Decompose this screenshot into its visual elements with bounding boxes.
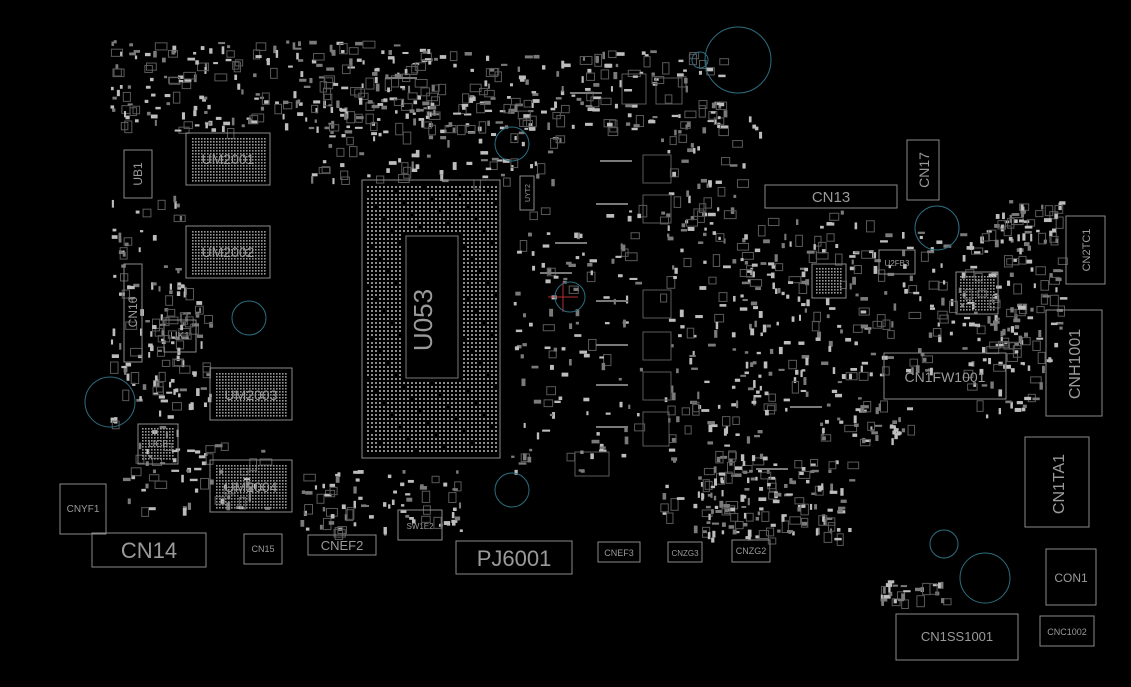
component-label: CNH1001 [1067,329,1084,399]
component-label: CN14 [121,538,177,563]
power-ic [642,289,672,319]
mounting-hole [929,529,959,559]
component-label: CNYF1 [67,504,100,515]
chipset-bga [811,263,847,299]
component-label: CNC1002 [1047,627,1087,637]
connector-con1: CON1 [1045,548,1097,606]
mounting-hole [914,205,960,251]
component-uk1: UK1 [163,319,197,353]
component-label: CNEF3 [604,548,634,558]
connector-pj6001: PJ6001 [455,540,573,575]
component-label: UC8 [148,439,168,450]
power-ic [642,371,672,401]
connector-cn2tc1: CN2TC1 [1065,215,1106,285]
connector-cn13: CN13 [764,184,898,209]
power-ic [642,154,672,184]
component-label: U2FB3 [885,259,910,268]
memory-chip-um2002: UM2002 [185,225,271,279]
connector-cnh1001: CNH1001 [1045,309,1103,417]
connector-cn1ta1: CN1TA1 [1024,436,1090,528]
component-uyt2: UYT2 [519,175,535,211]
connector-cnzg3: CNZG3 [667,541,703,563]
component-label: UM2004 [225,479,278,495]
component-label: UM2001 [202,151,255,167]
connector-cn1ss1001: CN1SS1001 [895,613,1019,661]
switch-sw1e2: SW1E2 [397,509,443,541]
memory-chip-um2004: UM2004 [209,459,293,513]
memory-chip-um2001: UM2001 [185,132,271,186]
component-label: CNEF2 [321,538,364,553]
connector-cn1fw1001: CN1FW1001 [883,352,1007,400]
ball-grid [216,465,287,509]
power-ic [642,411,670,447]
cpu-ball-grid [367,186,497,452]
mounting-hole [959,552,1011,604]
chipset-bga [955,271,999,315]
component-uc8: UC8 [137,423,179,465]
component-label: CN13 [812,189,850,206]
power-ic [642,194,672,224]
mounting-hole [704,26,772,94]
component-label: CNZG3 [671,549,699,558]
connector-cnef2: CNEF2 [307,534,377,556]
power-ic [574,451,610,477]
mounting-hole [84,376,136,428]
component-label: CN1SS1001 [921,629,993,644]
component-ub1: UB1 [123,149,153,199]
component-label: CN1FW1001 [905,369,986,385]
connector-cn14: CN14 [91,532,207,568]
component-u2fb3: U2FB3 [878,249,916,275]
component-label: UB1 [131,162,145,186]
component-label: UK1 [170,331,190,342]
connector-cnzg2: CNZG2 [731,539,771,563]
left-components: UB1 CN16 UK1 UC8 CNYF1 CN14 CN15 [59,149,443,568]
mounting-holes [84,26,1011,604]
component-label: CN2TC1 [1081,229,1093,272]
component-label: CN1TA1 [1051,454,1068,514]
center-components: UYT2 [519,73,683,477]
ball-grid [192,231,266,275]
component-label: CN17 [916,152,932,188]
power-ic [621,73,647,105]
cpu-u053: U053 [361,179,501,459]
mounting-hole [691,51,709,69]
component-label: CN15 [251,544,274,554]
memory-chip-um2003: UM2003 [209,367,293,421]
bottom-components: PJ6001 CNEF3 CNZG3 CNZG2 [455,539,771,575]
right-components: CN13 CN17 CN2TC1 U2FB3 CN1FW1001 CNH1 [764,139,1106,661]
connector-cnc1002: CNC1002 [1039,615,1095,647]
component-label: U053 [408,289,438,351]
connector-cnyf1: CNYF1 [59,483,107,535]
mounting-hole [494,126,530,162]
component-label: PJ6001 [477,546,552,571]
connector-cn17: CN17 [906,139,940,201]
ball-grid [816,268,842,294]
component-label: UM2002 [202,244,255,260]
component-label: UYT2 [525,184,532,202]
ball-grid [960,276,995,311]
mounting-hole [231,300,267,336]
component-label: SW1E2 [406,522,434,531]
component-label: CN16 [126,296,140,327]
ball-grid [192,138,266,182]
component-label: CNZG2 [736,546,767,556]
component-label: UM2003 [225,387,278,403]
power-ic [655,77,683,105]
connector-cn15: CN15 [243,533,283,565]
connector-cnef3: CNEF3 [597,541,641,563]
memory-chips: UM2001 UM2002 UM2003 UM2004 [185,132,293,513]
mounting-hole [554,281,586,313]
scattered-small-components [110,40,1068,610]
mounting-hole [494,472,530,508]
ball-grid [142,428,174,460]
ball-grid [216,373,287,417]
connector-cn16: CN16 [123,263,143,363]
component-label: CON1 [1054,571,1088,585]
power-ic [642,331,672,361]
